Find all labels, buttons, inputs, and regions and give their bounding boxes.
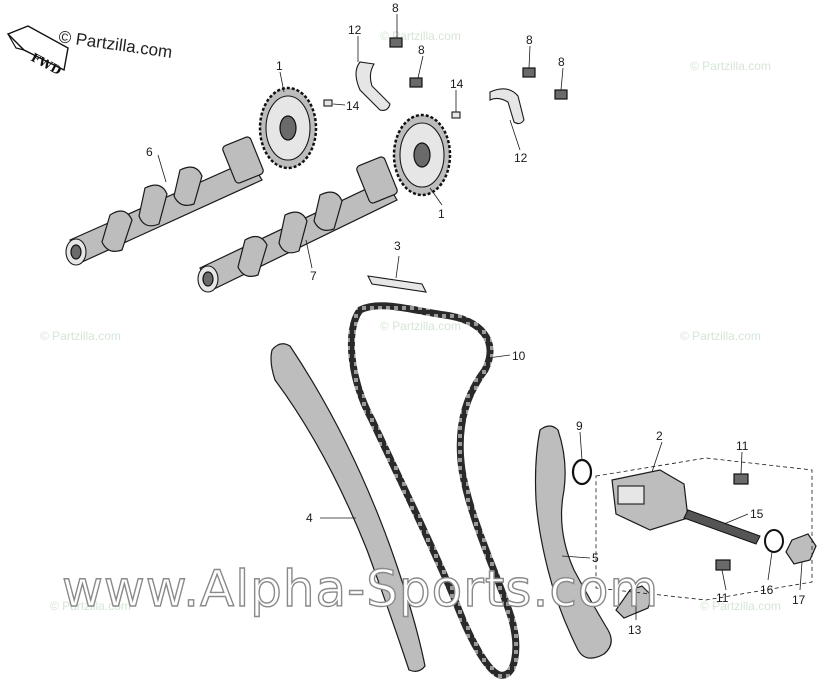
watermark-repeat-group: © Partzilla.com © Partzilla.com © Partzi… <box>40 29 781 613</box>
chain-guide-top-3 <box>367 275 427 293</box>
callout-1: 1 <box>276 59 283 73</box>
callout-6: 6 <box>146 145 153 159</box>
callout-5: 5 <box>592 551 599 565</box>
bolt-11-upper <box>733 473 749 485</box>
tensioner-slipper-5 <box>534 425 612 659</box>
watermark-repeat: © Partzilla.com <box>700 599 781 613</box>
callout-12: 12 <box>514 151 528 165</box>
bolt-icon <box>389 37 403 48</box>
callout-3: 3 <box>394 239 401 253</box>
cam-cap-12-right <box>489 88 525 125</box>
callout-10: 10 <box>512 349 526 363</box>
watermark-repeat: © Partzilla.com <box>50 599 131 613</box>
callout-8: 8 <box>526 33 533 47</box>
chain-tensioner-2 <box>611 469 689 531</box>
watermark-top: © Partzilla.com <box>57 27 173 62</box>
cam-sprocket-1-upper <box>258 86 318 170</box>
pivot-bolt-13 <box>615 585 653 619</box>
watermark-repeat: © Partzilla.com <box>380 319 461 333</box>
callout-8: 8 <box>392 1 399 15</box>
cap-bolt-17 <box>785 533 817 565</box>
watermark-repeat: © Partzilla.com <box>690 59 771 73</box>
bolt-icon <box>554 89 568 100</box>
callout-16: 16 <box>760 583 774 597</box>
callout-labels: 8 12 8 1 14 8 8 14 12 6 1 7 3 10 9 2 11 … <box>146 1 806 637</box>
tensioner-spring-15 <box>683 509 761 545</box>
callout-17: 17 <box>792 593 806 607</box>
callout-9: 9 <box>576 419 583 433</box>
dowel-pin-14-left <box>323 99 333 107</box>
fwd-arrow-badge: FWD <box>6 25 69 78</box>
callout-11: 11 <box>736 439 749 453</box>
callout-8: 8 <box>418 43 425 57</box>
watermark-banner: www.Alpha-Sports.com <box>62 560 659 618</box>
camshaft-7 <box>197 156 398 293</box>
callout-15: 15 <box>750 507 764 521</box>
dowel-pin-14-right <box>451 111 461 119</box>
cam-chain-10 <box>347 302 520 679</box>
assembly-box <box>595 457 813 601</box>
callout-12: 12 <box>348 23 362 37</box>
bolt-11-lower <box>715 559 731 571</box>
callout-11: 11 <box>716 591 729 605</box>
bolt-icon <box>409 77 423 88</box>
callout-13: 13 <box>628 623 642 637</box>
callout-14: 14 <box>346 99 360 113</box>
bolt-icon <box>522 67 536 78</box>
o-ring-9 <box>571 458 593 486</box>
callout-2: 2 <box>656 429 663 443</box>
bolt-8-group <box>389 37 568 100</box>
watermark-repeat: © Partzilla.com <box>40 329 121 343</box>
cam-cap-12-left <box>355 61 391 111</box>
callout-1: 1 <box>438 207 445 221</box>
callout-14: 14 <box>450 77 464 91</box>
washer-16 <box>764 529 784 553</box>
leader-lines <box>157 14 803 620</box>
callout-4: 4 <box>306 511 313 525</box>
callout-8: 8 <box>558 55 565 69</box>
cam-sprocket-1-lower <box>392 113 452 197</box>
chain-guide-4 <box>270 343 426 672</box>
watermark-repeat: © Partzilla.com <box>680 329 761 343</box>
callout-7: 7 <box>310 269 317 283</box>
camshaft-6 <box>65 136 264 266</box>
